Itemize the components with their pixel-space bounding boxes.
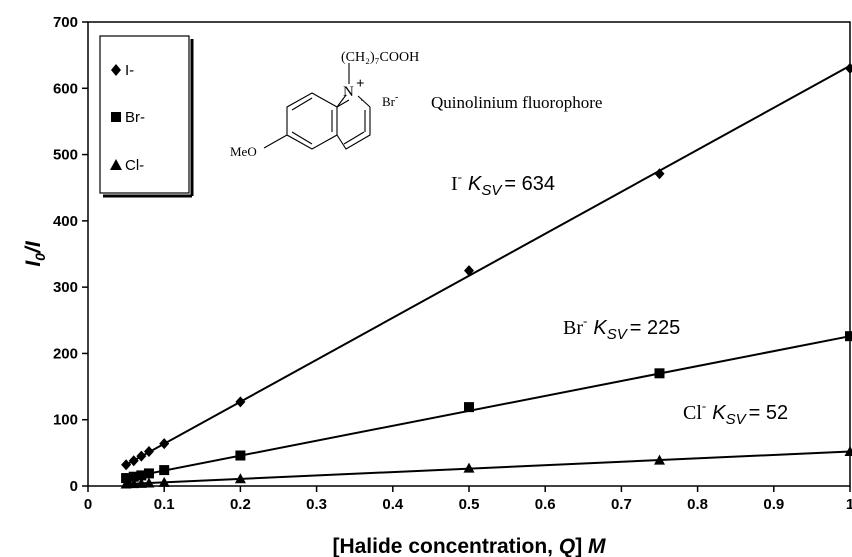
x-tick-label: 1	[846, 496, 852, 513]
data-point	[845, 331, 852, 342]
data-point	[654, 454, 665, 465]
y-tick-label: 300	[53, 279, 78, 296]
double-bond	[291, 97, 313, 111]
y-tick-label: 100	[53, 412, 78, 429]
structure-charge: +	[356, 76, 365, 92]
legend-label-bromide: Br-	[125, 109, 145, 126]
y-axis-title: I0/I	[22, 240, 48, 266]
quinolinium-structure	[263, 63, 371, 150]
y-tick-label: 700	[53, 14, 78, 31]
ring-bond-n	[336, 94, 347, 108]
double-bond	[343, 131, 365, 145]
data-markers	[120, 62, 852, 489]
data-point	[143, 446, 154, 458]
x-tick-label: 0.7	[611, 496, 632, 513]
data-point	[235, 396, 246, 408]
data-point	[654, 368, 665, 379]
data-point	[121, 473, 132, 484]
data-point	[654, 168, 665, 180]
data-point	[136, 450, 147, 462]
annotation-chloride-ksv: Cl-KSV= 52	[683, 398, 788, 428]
data-point	[143, 477, 155, 488]
data-point	[128, 471, 139, 482]
legend-marker-square	[111, 112, 121, 122]
fit-lines	[125, 64, 851, 486]
data-point	[136, 470, 147, 481]
data-point	[234, 473, 246, 484]
data-point	[844, 446, 852, 457]
structure-substituent: (CH₂)₇COOH	[341, 50, 419, 65]
legend-label-chloride: Cl-	[125, 157, 144, 174]
x-tick-label: 0.2	[230, 496, 251, 513]
annotation-bromide-ksv: Br-KSV= 225	[563, 313, 680, 343]
data-point	[159, 465, 170, 476]
x-tick-label: 0.3	[306, 496, 327, 513]
y-tick-label: 400	[53, 213, 78, 230]
data-point	[120, 478, 132, 489]
x-tick-label: 0.8	[687, 496, 708, 513]
structure-counterion: Br-	[382, 92, 398, 109]
annotation-iodide-ksv: I-KSV= 634	[451, 169, 555, 199]
structure-caption: Quinolinium fluorophore	[431, 93, 602, 112]
axis-ticks: 0 0.1 0.2 0.3 0.4 0.5 0.6 0.7 0.8 0.9 1 0 100 200 300 4…	[53, 14, 852, 513]
x-axis-title: [Halide concentration, Q] M	[332, 535, 606, 557]
legend-marker-triangle	[110, 159, 122, 170]
ring-bond-c2	[357, 95, 371, 108]
y-tick-label: 0	[70, 478, 78, 495]
x-tick-label: 0	[84, 496, 92, 513]
data-point	[128, 455, 139, 467]
x-tick-label: 0.1	[154, 496, 175, 513]
legend-label-iodide: I-	[125, 62, 134, 79]
x-tick-label: 0.9	[763, 496, 784, 513]
benzene-ring	[286, 92, 338, 150]
x-tick-label: 0.6	[535, 496, 556, 513]
fit-line	[126, 450, 851, 486]
fit-line	[125, 335, 851, 480]
structure-methoxy: MeO	[230, 144, 257, 159]
data-point	[845, 62, 852, 74]
x-tick-label: 0.5	[459, 496, 480, 513]
data-point	[464, 265, 474, 277]
double-bond	[291, 131, 313, 145]
legend: I- Br- Cl-	[99, 35, 194, 198]
data-point	[235, 450, 246, 461]
data-point	[121, 459, 132, 471]
methoxy-bond	[263, 134, 288, 149]
y-tick-label: 500	[53, 147, 78, 164]
data-point	[464, 402, 474, 413]
y-tick-label: 200	[53, 345, 78, 362]
data-point	[158, 476, 170, 487]
data-point	[463, 462, 475, 473]
fit-line	[125, 64, 851, 466]
data-point	[159, 438, 170, 450]
y-tick-label: 600	[53, 80, 78, 97]
data-point	[135, 477, 147, 488]
structure-nitrogen: N	[343, 84, 354, 100]
data-point	[143, 468, 154, 479]
data-point	[128, 478, 140, 489]
x-tick-label: 0.4	[382, 496, 404, 513]
legend-marker-diamond	[111, 64, 121, 76]
